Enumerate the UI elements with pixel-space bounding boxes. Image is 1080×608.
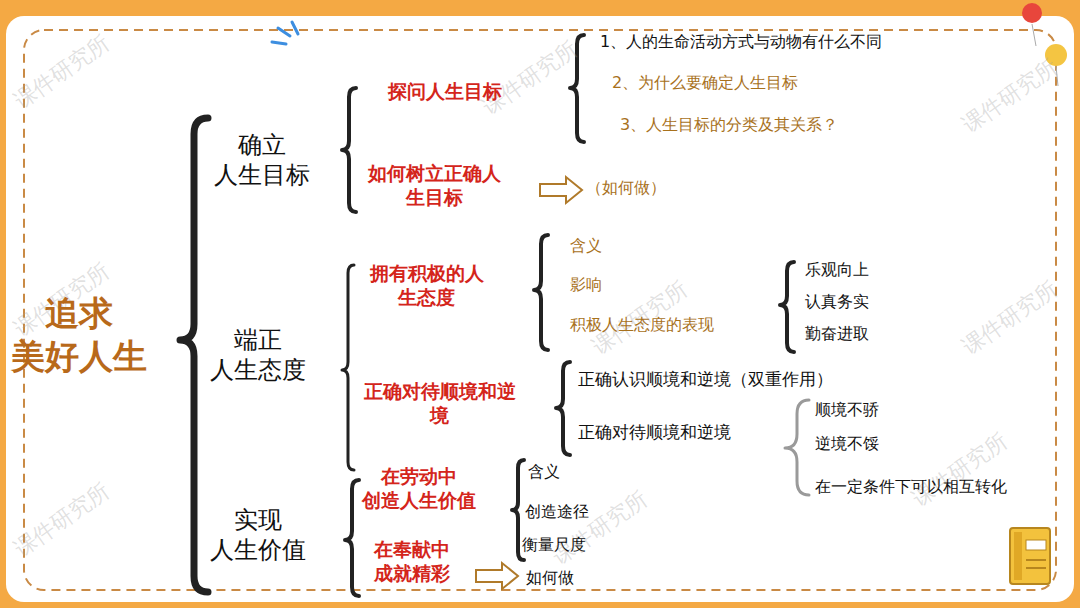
topic-text: 3、人生目标的分类及其关系？ <box>620 115 838 135</box>
topic-text: 影响 <box>570 275 602 295</box>
wrap-spacer <box>284 325 309 355</box>
hollow-arrow <box>476 563 518 589</box>
topic-text: 衡量尺度 <box>522 535 586 555</box>
wrap-spacer <box>115 292 151 335</box>
topic-text: 顺境不骄 <box>815 400 879 420</box>
subtopic-text: 拥有积极的人生态度 <box>368 262 486 310</box>
curly-brace <box>180 118 208 592</box>
topic-text: 正确认识顺境和逆境（双重作用） <box>578 369 833 390</box>
topic-text: （如何做） <box>586 178 666 198</box>
branch-topic: 实现人生价值 <box>208 505 309 565</box>
wrap-spacer <box>458 465 478 489</box>
topic-text: 积极人生态度的表现 <box>570 315 714 335</box>
wrap-spacer <box>360 465 380 489</box>
topic-text: 乐观向上 <box>805 260 869 280</box>
subtopic-text: 如何树立正确人生目标 <box>366 162 503 210</box>
topic-text: 在一定条件下可以相互转化 <box>815 477 1007 497</box>
wrap-spacer <box>288 130 313 160</box>
topic-text: 逆境不馁 <box>815 434 879 454</box>
topic-text: 勤奋进取 <box>805 324 869 344</box>
curly-brace <box>780 262 794 352</box>
topic-text: 正确对待顺境和逆境 <box>578 422 731 443</box>
topic-text: 创造途径 <box>525 502 589 522</box>
curly-brace <box>342 265 354 470</box>
curly-brace <box>345 480 359 596</box>
wrap-spacer <box>208 505 233 535</box>
topic-text: 含义 <box>570 236 602 256</box>
topic-text: 认真务实 <box>805 292 869 312</box>
wrap-spacer <box>212 130 237 160</box>
topic-text: 1、人的生命活动方式与动物有什么不同 <box>600 32 882 52</box>
dashed-frame <box>24 30 1056 590</box>
curly-brace <box>342 88 356 212</box>
root-topic: 追求美好人生 <box>8 292 151 377</box>
book-icon <box>1010 528 1050 584</box>
topic-text: 如何做 <box>526 568 574 588</box>
curly-brace <box>534 235 548 350</box>
card <box>6 16 1074 602</box>
hollow-arrow <box>540 177 582 203</box>
wrap-spacer <box>8 292 44 335</box>
subtopic-text: 在劳动中创造人生价值 <box>360 465 478 513</box>
topic-text: 含义 <box>528 462 560 482</box>
sparkle-strokes <box>272 22 298 44</box>
topic-text: 2、为什么要确定人生目标 <box>612 73 798 93</box>
curly-brace <box>785 400 809 495</box>
wrap-spacer <box>208 325 233 355</box>
subtopic-text: 探问人生目标 <box>388 80 502 104</box>
curly-brace <box>556 362 570 455</box>
branch-topic: 确立人生目标 <box>212 130 313 190</box>
subtopic-text: 在奉献中成就精彩 <box>372 538 452 586</box>
wrap-spacer <box>284 505 309 535</box>
branch-topic: 端正人生态度 <box>208 325 309 385</box>
subtopic-text: 正确对待顺境和逆境 <box>362 380 518 428</box>
